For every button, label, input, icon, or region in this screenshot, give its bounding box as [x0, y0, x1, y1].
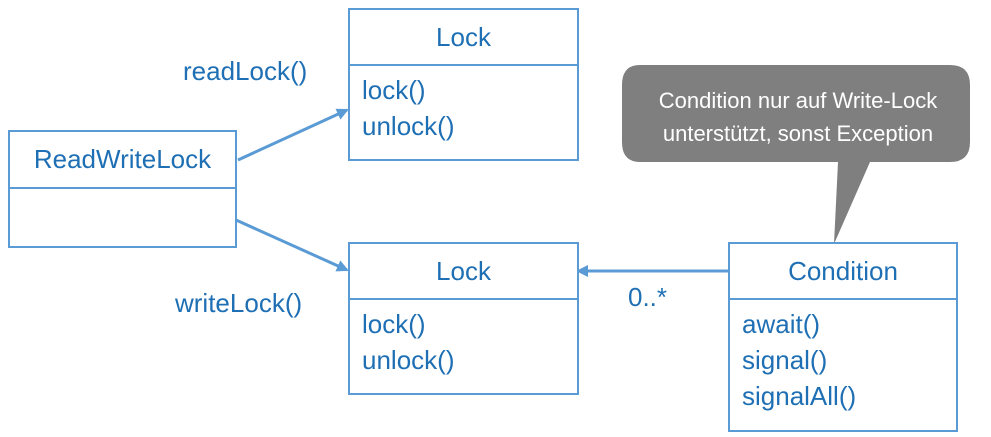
read-lock-class-methods: lock() unlock()	[350, 66, 577, 144]
callout-line-1: Condition nur auf Write-Lock	[658, 88, 938, 113]
callout-line-2: unterstützt, sonst Exception	[662, 121, 934, 146]
write-lock-class: Lock lock() unlock()	[348, 242, 579, 395]
condition-class-methods: await() signal() signalAll()	[730, 300, 956, 414]
read-lock-class-title: Lock	[350, 10, 577, 66]
read-lock-label: readLock()	[183, 56, 308, 86]
write-lock-class-methods: lock() unlock()	[350, 300, 577, 378]
condition-class: Condition await() signal() signalAll()	[728, 242, 958, 432]
method-lock: lock()	[362, 75, 426, 105]
method-signal: signal()	[742, 345, 828, 375]
callout-note: Condition nur auf Write-Lock unterstützt…	[628, 84, 968, 150]
method-lock: lock()	[362, 309, 426, 339]
readwritelock-class-body	[10, 189, 235, 195]
multiplicity-label: 0..*	[628, 282, 668, 312]
method-signalall: signalAll()	[742, 381, 857, 411]
read-lock-class: Lock lock() unlock()	[348, 8, 579, 161]
method-await: await()	[742, 309, 821, 339]
readwritelock-class: ReadWriteLock	[8, 130, 237, 248]
write-lock-label: writeLock()	[175, 288, 303, 318]
callout-bubble	[622, 65, 970, 244]
readwritelock-class-title: ReadWriteLock	[10, 132, 235, 189]
condition-class-title: Condition	[730, 244, 956, 300]
write-lock-arrow	[235, 218, 349, 272]
write-lock-class-title: Lock	[350, 244, 577, 300]
method-unlock: unlock()	[362, 345, 455, 375]
method-unlock: unlock()	[362, 111, 455, 141]
read-lock-arrow	[237, 108, 349, 162]
